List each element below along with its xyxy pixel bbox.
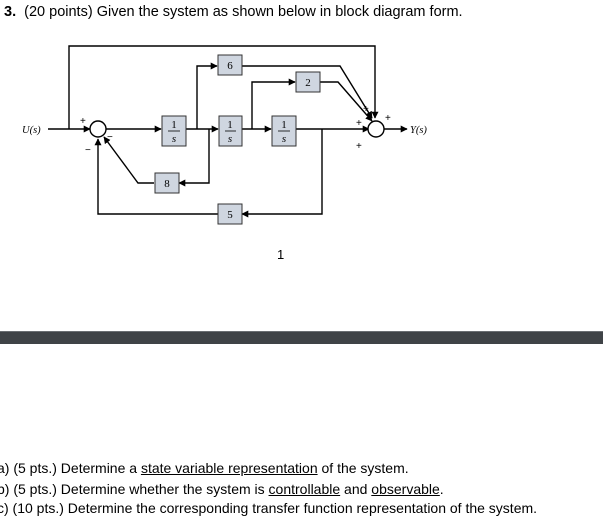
integrator-3-den: s (282, 133, 286, 145)
question-a-term: state variable representation (140, 460, 318, 476)
gain-2-label: 2 (305, 77, 311, 89)
left-summing-junction (89, 120, 107, 138)
right-junction-sign-b: + (356, 118, 362, 129)
problem-header: 3. (20 points) Given the system as shown… (4, 4, 463, 20)
integrator-1-num: 1 (171, 119, 177, 131)
question-a-prefix: a) (5 pts.) Determine a (0, 460, 141, 476)
question-b-term2: observable (371, 481, 440, 497)
question-b-term1: controllable (268, 481, 341, 497)
question-b-suffix: . (439, 481, 444, 497)
question-c: c) (10 pts.) Determine the corresponding… (0, 500, 537, 516)
right-summing-junction (367, 120, 385, 138)
gain-block-5 (217, 203, 243, 225)
question-b-middle: and (340, 481, 372, 497)
gain-6-label: 6 (227, 60, 233, 72)
right-junction-sign-c: + (385, 113, 391, 124)
gain-block-2 (295, 71, 321, 93)
question-a: a) (5 pts.) Determine a state variable r… (0, 460, 409, 476)
left-junction-sign-top: + (80, 116, 86, 127)
integrator-1-den: s (172, 133, 176, 145)
question-c-text: c) (10 pts.) Determine the corresponding… (0, 500, 538, 516)
question-b-prefix: b) (5 pts.) Determine whether the system… (0, 481, 269, 497)
integrator-3-num: 1 (281, 119, 287, 131)
gain-block-8 (154, 172, 180, 194)
problem-statement: (20 points) Given the system as shown be… (24, 4, 463, 20)
right-junction-sign-a: + (363, 104, 369, 115)
question-a-suffix: of the system. (317, 460, 409, 476)
gain-5-label: 5 (227, 209, 233, 221)
output-label: Y(s) (410, 125, 427, 136)
input-label: U(s) (22, 125, 41, 136)
gain-block-6 (217, 54, 243, 76)
left-junction-sign-left: − (107, 132, 113, 143)
block-diagram: 1 s 1 s 1 s 6 2 8 5 U(s) Y(s) + − − + + … (22, 45, 427, 225)
left-junction-sign-bottom: − (85, 145, 91, 156)
integrator-2-den: s (228, 133, 232, 145)
right-junction-sign-d: + (356, 141, 362, 152)
integrator-2-num: 1 (227, 119, 233, 131)
question-b: b) (5 pts.) Determine whether the system… (0, 481, 444, 497)
gain-8-label: 8 (164, 178, 170, 190)
problem-number: 3. (4, 4, 17, 20)
page-separator (0, 331, 603, 344)
integrator-block-1 (161, 115, 187, 147)
page-number: 1 (277, 247, 285, 262)
